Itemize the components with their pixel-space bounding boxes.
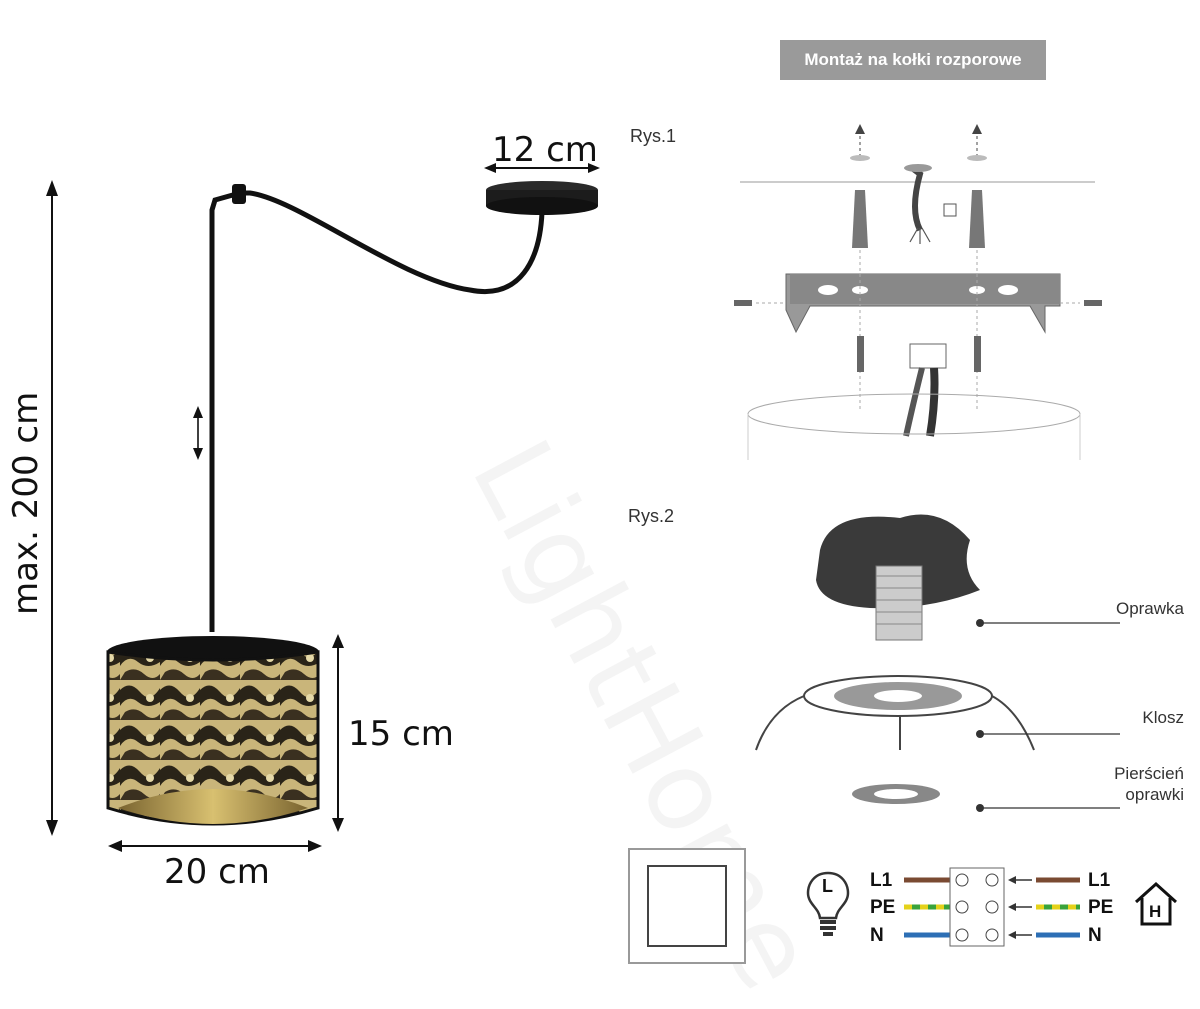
mounting-banner: Montaż na kołki rozporowe	[780, 40, 1046, 80]
right-label-pe: PE	[1088, 897, 1114, 918]
right-label-l1: L1	[1088, 870, 1111, 891]
wiring-diagram	[904, 867, 1080, 947]
house-letter: H	[1149, 902, 1162, 921]
light-switch-icon	[628, 848, 746, 964]
lamp-shade	[106, 650, 320, 826]
max-height-label: max. 200 cm	[6, 391, 46, 615]
cable	[209, 190, 545, 632]
left-label-pe: PE	[870, 897, 896, 918]
mounting-diagram	[734, 124, 1120, 812]
canopy-width-label: 12 cm	[492, 130, 598, 170]
shade-height-label: 15 cm	[348, 714, 454, 754]
part-shade-label: Klosz	[1142, 708, 1184, 727]
part-ring-label-line2: oprawki	[1125, 785, 1184, 804]
lamp-illustration	[46, 163, 600, 852]
shade-width-label: 20 cm	[164, 852, 270, 892]
part-lampholder-label: Oprawka	[1115, 599, 1184, 618]
fig2-label: Rys.2	[628, 506, 675, 526]
fig1-label: Rys.1	[630, 126, 677, 146]
right-label-n: N	[1088, 925, 1102, 946]
bulb-letter: L	[822, 876, 833, 896]
wall-plug-icon	[852, 190, 985, 248]
part-ring-label-line1: Pierścień	[1114, 764, 1184, 783]
house-icon	[1134, 881, 1178, 926]
left-label-n: N	[870, 925, 884, 946]
left-label-l1: L1	[870, 870, 893, 891]
lampholder	[816, 514, 980, 609]
bulb-icon	[806, 871, 850, 936]
